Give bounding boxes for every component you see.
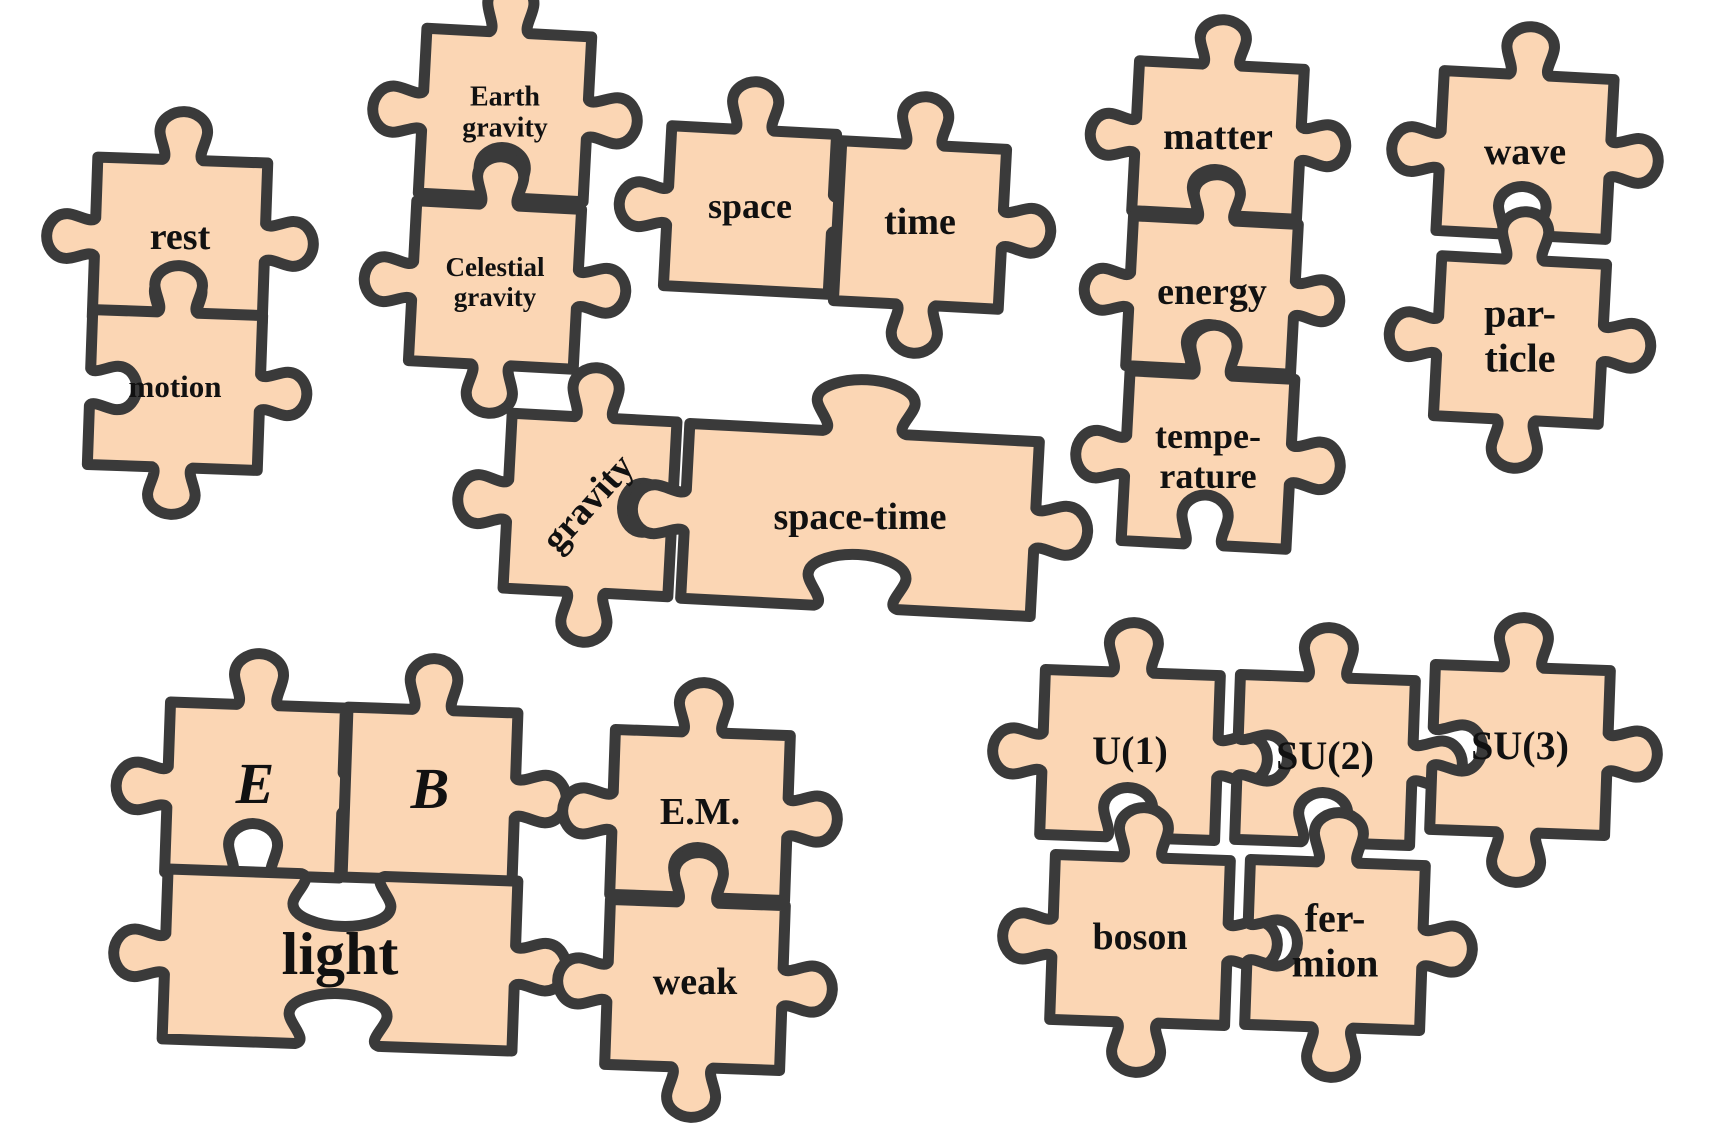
puzzle-piece-shape <box>1239 807 1478 1083</box>
puzzle-piece-particle: par-ticle <box>1383 206 1657 474</box>
puzzle-piece-su2: SU(2) <box>1229 622 1468 852</box>
puzzle-piece-weak: weak <box>552 847 838 1123</box>
puzzle-piece-label-line: E <box>235 751 275 816</box>
puzzle-piece-label-line: matter <box>1163 116 1273 158</box>
puzzle-piece-label: fer-mion <box>1292 896 1379 986</box>
puzzle-piece-label: boson <box>1092 916 1187 958</box>
puzzle-piece-label: E <box>235 751 275 816</box>
puzzle-piece-label-line: time <box>884 201 956 243</box>
puzzle-piece-label: weak <box>653 961 738 1003</box>
puzzle-piece-shape <box>987 617 1273 847</box>
puzzle-group-gauge-groups: U(1) SU(2) SU(3) boson fer-mion <box>987 612 1663 1083</box>
puzzle-piece-label-line: gravity <box>454 282 537 312</box>
puzzle-piece-shape <box>1424 612 1663 888</box>
puzzle-piece-label-line: boson <box>1092 916 1187 958</box>
puzzle-piece-label-line: gravity <box>462 113 548 144</box>
puzzle-piece-label-line: SU(2) <box>1276 733 1374 778</box>
puzzle-piece-label: space-time <box>773 496 946 538</box>
puzzle-piece-label-line: E.M. <box>660 791 740 833</box>
puzzle-piece-shape <box>626 374 1094 623</box>
puzzle-piece-label: SU(2) <box>1276 733 1374 778</box>
puzzle-piece-label-line: rature <box>1159 456 1256 496</box>
puzzle-group-space-time: space time <box>613 76 1057 359</box>
puzzle-group-wave-particle: wave par-ticle <box>1383 21 1664 474</box>
puzzle-piece-shape <box>358 151 632 419</box>
puzzle-piece-label: energy <box>1157 271 1267 313</box>
puzzle-piece-label-line: light <box>282 921 399 987</box>
puzzle-piece-shape <box>452 362 683 648</box>
puzzle-piece-label-line: energy <box>1157 271 1267 313</box>
puzzle-piece-shape <box>552 847 838 1123</box>
puzzle-piece-label: E.M. <box>660 791 740 833</box>
puzzle-piece-label-line: rest <box>150 216 211 258</box>
puzzle-piece-label: par-ticle <box>1484 291 1556 381</box>
puzzle-piece-shape <box>827 91 1057 359</box>
puzzle-piece-label-line: space-time <box>773 496 946 538</box>
puzzle-piece-label: matter <box>1163 116 1273 158</box>
puzzle-piece-label-line: space <box>708 186 792 226</box>
puzzle-piece-label: space <box>708 186 792 226</box>
puzzle-piece-u1: U(1) <box>987 617 1273 847</box>
puzzle-piece-shape <box>1386 21 1664 245</box>
puzzle-piece-label-line: B <box>410 756 450 821</box>
puzzle-piece-label: U(1) <box>1092 728 1168 773</box>
puzzle-piece-su3: SU(3) <box>1424 612 1663 888</box>
puzzle-group-gravity-spacetime: gravity space-time <box>452 362 1094 648</box>
puzzle-piece-label-line: par- <box>1484 291 1556 336</box>
puzzle-piece-label-line: Earth <box>470 82 540 113</box>
puzzle-piece-label-line: weak <box>653 961 738 1003</box>
puzzle-piece-label: light <box>282 921 399 987</box>
puzzle-piece-label: rest <box>150 216 211 258</box>
puzzle-piece-label-line: motion <box>129 369 222 404</box>
puzzle-group-rest-motion: rest motion <box>41 106 319 520</box>
puzzle-piece-label-line: ticle <box>1484 336 1555 381</box>
puzzle-piece-label-line: wave <box>1484 131 1566 173</box>
puzzle-piece-wave: wave <box>1386 21 1664 245</box>
puzzle-piece-label-line: tempe- <box>1155 416 1261 456</box>
puzzle-group-matter-energy-temperature: matter energy tempe-rature <box>1070 14 1352 555</box>
puzzle-piece-label-line: U(1) <box>1092 728 1168 773</box>
puzzle-piece-label: SU(3) <box>1471 723 1569 768</box>
puzzle-piece-shape <box>1229 622 1468 852</box>
puzzle-piece-fermion: fer-mion <box>1239 807 1478 1083</box>
puzzle-piece-gravity: gravity <box>452 362 683 648</box>
puzzle-piece-label-line: fer- <box>1305 896 1366 941</box>
puzzle-piece-boson: boson <box>997 802 1283 1078</box>
puzzle-piece-label: time <box>884 201 956 243</box>
puzzle-piece-time: time <box>827 91 1057 359</box>
puzzle-piece-shape <box>108 863 572 1057</box>
puzzle-piece-label: tempe-rature <box>1155 416 1261 496</box>
puzzle-piece-shape <box>997 802 1283 1078</box>
puzzle-piece-shape <box>81 260 313 520</box>
puzzle-piece-shape <box>367 0 643 208</box>
puzzle-piece-shape <box>1383 206 1657 474</box>
puzzle-group-em-weak: E.M. weak <box>552 677 843 1123</box>
puzzle-piece-shape <box>1070 319 1346 555</box>
puzzle-piece-light: light <box>108 863 572 1057</box>
puzzle-piece-label: wave <box>1484 131 1566 173</box>
puzzle-piece-motion: motion <box>81 260 313 520</box>
puzzle-piece-spacetime: space-time <box>626 374 1094 623</box>
puzzle-piece-temperature: tempe-rature <box>1070 319 1346 555</box>
puzzle-piece-label: B <box>410 756 450 821</box>
puzzle-piece-label-line: mion <box>1292 941 1379 986</box>
puzzle-piece-label-line: SU(3) <box>1471 723 1569 768</box>
puzzle-piece-label-line: Celestial <box>446 252 545 282</box>
puzzle-piece-label: motion <box>129 369 222 404</box>
